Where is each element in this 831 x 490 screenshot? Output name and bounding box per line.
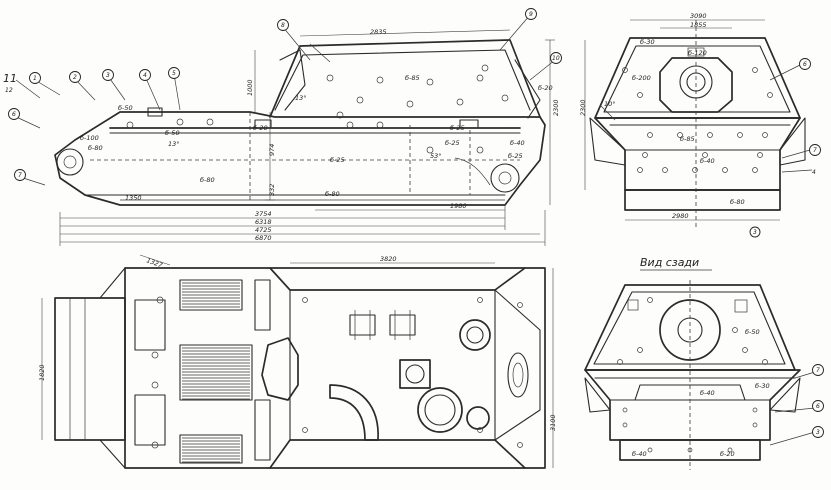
plate-label: б-25 [450,124,465,132]
callout-number: 5 [172,70,176,77]
plate-label: б-50 [745,328,760,336]
plate-label: б-40 [632,450,647,458]
dimension-label: 1855 [690,21,707,29]
callout-number: 3 [106,72,110,79]
callout-number: 1 [33,75,37,82]
plate-label: б-100 [80,134,99,142]
plate-label: б-30 [640,38,655,46]
plate-label: б-80 [325,190,340,198]
callout-number: 8 [281,22,285,29]
plate-label: б-50 [165,129,180,137]
callout-number: 6 [12,111,16,118]
plate-label: б-30 [755,382,770,390]
plate-label: б-25 [330,156,345,164]
dimension-label: 4725 [255,226,272,234]
dimension-label: 2835 [370,28,387,36]
side-callouts: 1 2 3 4 5 6 7 8 9 10 11 12 [3,8,562,181]
callout-number: 3 [816,429,820,436]
dimension-label: 3090 [690,12,707,20]
plate-label: б-80 [88,144,103,152]
callout-number: 7 [816,367,820,374]
front-view: 3090 1855 2300 2980 б-30 б-200 б-120 б-8… [579,12,821,238]
rear-view: Вид сзади б-50 б-40 б-40 б [584,256,824,470]
plate-label: б-40 [700,157,715,165]
plate-label: б-25 [445,139,460,147]
dimension-label: 6870 [255,234,272,242]
plate-label: б-80 [730,198,745,206]
dimension-label: 1980 [450,202,467,210]
plate-label: б-40 [700,389,715,397]
dimension-label: 2980 [672,212,689,220]
angle-label: 13° [295,94,307,102]
callout-number: 12 [5,87,13,94]
dimension-label: 2300 [552,99,560,116]
dimension-label: 3100 [549,414,557,431]
plate-label: б-20 [538,84,553,92]
plate-label: б-25 [508,152,523,160]
callout-number: 3 [753,229,757,236]
callout-number: 7 [813,147,817,154]
engine-grills [179,279,253,464]
dimension-label: 1820 [38,364,46,381]
plate-label: б-20 [253,124,268,132]
callout-number: 6 [803,61,807,68]
side-view: б-85 б-50 б-25 б-80 б-80 б-25 б-25 б-50 … [3,8,562,246]
plate-label: б-85 [405,74,420,82]
dimension-label: 1000 [246,79,254,96]
callout-number: 4 [812,169,816,176]
callout-number: 2 [73,74,77,81]
plate-label: б-50 [118,104,133,112]
top-view: 3820 1820 3100 1327 [38,254,557,469]
plate-label: б-200 [632,74,651,82]
dimension-label: 3820 [380,255,397,263]
plate-label: б-80 [200,176,215,184]
callout-number: 4 [143,72,147,79]
dimension-label: 2300 [579,99,587,116]
plate-label: б-120 [688,49,707,57]
callout-number: 6 [816,403,820,410]
angle-label: 10° [604,100,616,108]
callout-number: 9 [529,11,533,18]
view-title: Вид сзади [640,256,699,269]
dimension-label: 332 [268,184,276,196]
plate-label: б-20 [720,450,735,458]
callout-number: 7 [18,172,22,179]
dimension-label: 3754 [255,210,272,218]
dimension-label: 1350 [125,194,142,202]
callout-number: 11 [3,72,17,85]
plate-label: б-85 [680,135,695,143]
angle-label: 13° [168,140,180,148]
dimension-label: 974 [268,144,276,156]
angle-label: 53° [430,152,442,160]
dimension-label: 6318 [255,218,272,226]
plate-label: б-40 [510,139,525,147]
callout-number: 10 [552,55,560,62]
